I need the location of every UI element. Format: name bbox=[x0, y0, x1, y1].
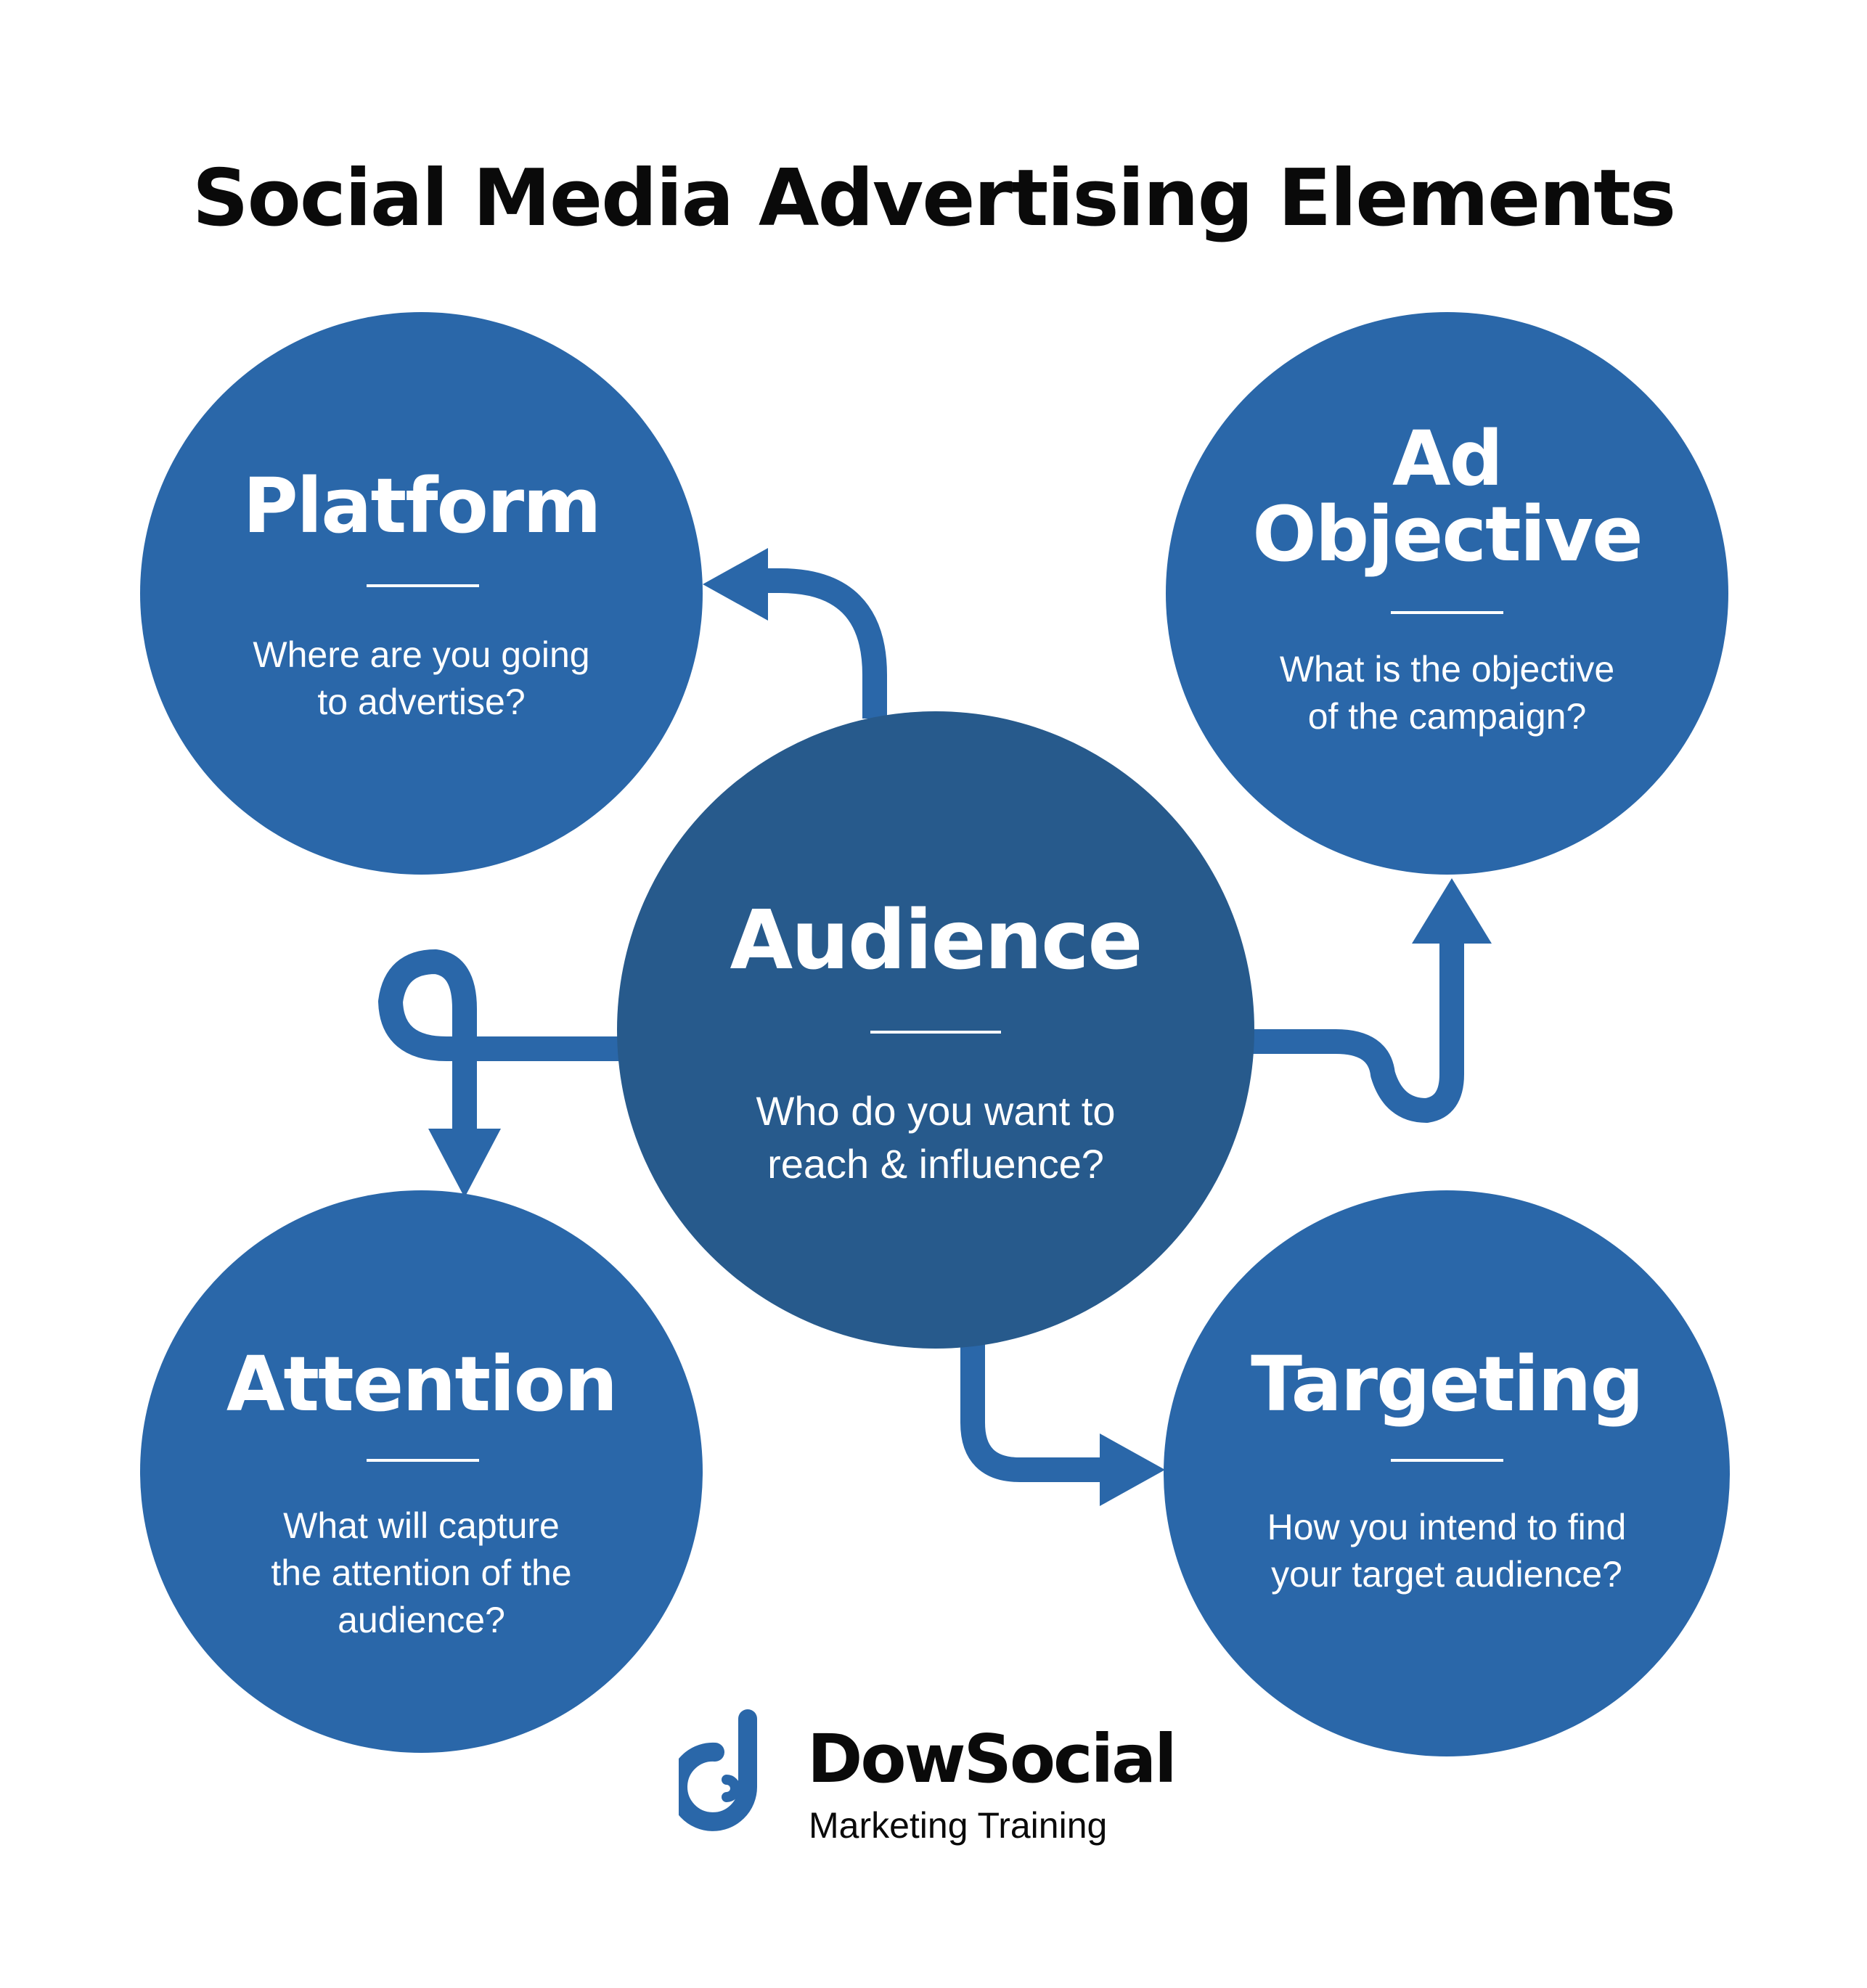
targeting-question-line-2: your target audience? bbox=[1271, 1554, 1622, 1595]
ad-objective-heading-line-1: Ad bbox=[1392, 414, 1503, 503]
arrowhead-to-attention bbox=[428, 1129, 501, 1198]
brand-name: DowSocial bbox=[807, 1720, 1177, 1798]
platform-heading: Platform bbox=[242, 462, 601, 550]
ad-objective-node: Ad Objective What is the objective of th… bbox=[1166, 312, 1728, 875]
attention-question-line-2: the attention of the bbox=[271, 1553, 572, 1593]
arrow-to-ad-objective bbox=[1252, 933, 1464, 1123]
dowsocial-d-logo-icon bbox=[679, 1709, 757, 1831]
brand-tagline: Marketing Training bbox=[809, 1805, 1108, 1846]
attention-divider bbox=[367, 1459, 479, 1462]
ad-objective-heading: Ad Objective bbox=[1166, 421, 1728, 572]
targeting-heading: Targeting bbox=[1251, 1340, 1644, 1428]
audience-heading: Audience bbox=[730, 893, 1143, 988]
platform-question: Where are you going to advertise? bbox=[140, 631, 703, 726]
attention-node: Attention What will capture the attentio… bbox=[140, 1190, 703, 1753]
ad-objective-question: What is the objective of the campaign? bbox=[1166, 646, 1728, 740]
targeting-question: How you intend to find your target audie… bbox=[1164, 1504, 1730, 1598]
attention-question-line-3: audience? bbox=[338, 1600, 505, 1640]
arrowhead-to-targeting bbox=[1100, 1433, 1165, 1506]
audience-question-line-1: Who do you want to bbox=[756, 1088, 1116, 1134]
arrow-to-targeting bbox=[960, 1343, 1125, 1482]
ad-objective-divider bbox=[1391, 611, 1503, 614]
arrowhead-to-ad-objective bbox=[1412, 878, 1492, 944]
platform-node: Platform Where are you going to advertis… bbox=[140, 312, 703, 875]
targeting-divider bbox=[1391, 1459, 1503, 1462]
attention-question-line-1: What will capture bbox=[283, 1505, 560, 1546]
attention-heading: Attention bbox=[226, 1340, 618, 1428]
platform-divider bbox=[367, 584, 479, 587]
attention-question: What will capture the attention of the a… bbox=[140, 1502, 703, 1644]
audience-node: Audience Who do you want to reach & infl… bbox=[617, 711, 1254, 1349]
page-title: Social Media Advertising Elements bbox=[192, 153, 1676, 244]
ad-objective-heading-line-2: Objective bbox=[1252, 490, 1643, 578]
platform-question-line-2: to advertise? bbox=[317, 682, 526, 722]
targeting-question-line-1: How you intend to find bbox=[1267, 1507, 1627, 1547]
ad-objective-question-line-2: of the campaign? bbox=[1307, 696, 1587, 737]
platform-question-line-1: Where are you going bbox=[253, 634, 590, 675]
arrow-to-platform bbox=[762, 568, 887, 719]
arrow-to-attention bbox=[378, 949, 621, 1140]
targeting-node: Targeting How you intend to find your ta… bbox=[1164, 1190, 1730, 1756]
audience-divider bbox=[870, 1031, 1001, 1034]
arrowhead-to-platform bbox=[703, 548, 768, 621]
audience-question: Who do you want to reach & influence? bbox=[617, 1085, 1254, 1191]
ad-objective-question-line-1: What is the objective bbox=[1279, 649, 1615, 690]
audience-question-line-2: reach & influence? bbox=[767, 1140, 1104, 1187]
